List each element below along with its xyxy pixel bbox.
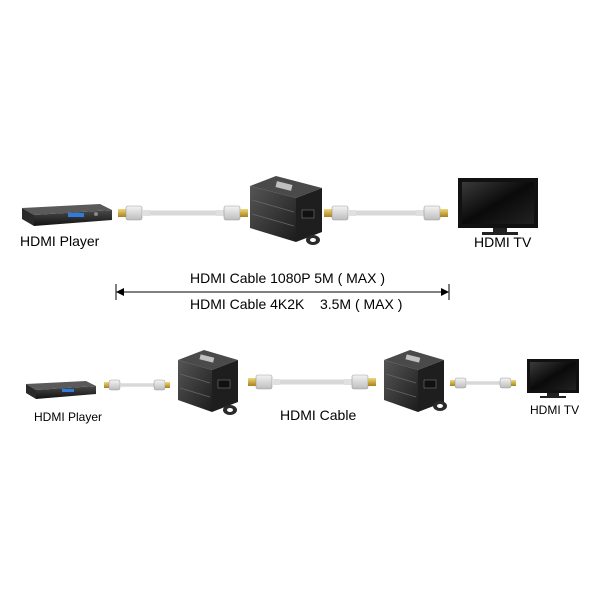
bottom-hdmi-link-cable — [248, 374, 376, 390]
top-hdmi-player-label: HDMI Player — [20, 233, 100, 249]
bottom-hdmi-player-label: HDMI Player — [34, 410, 103, 424]
bottom-hdmi-player-device — [26, 381, 96, 399]
spec-line-4k2k: HDMI Cable 4K2K 3.5M ( MAX ) — [190, 296, 403, 312]
top-input-hdmi-cable — [118, 205, 248, 221]
bottom-hdmi-tv-device — [527, 359, 579, 398]
bottom-hdmi-cable-label: HDMI Cable — [280, 407, 357, 423]
bottom-hdmi-tv-label: HDMI TV — [530, 403, 580, 417]
top-hdmi-tv-device — [458, 178, 538, 235]
bottom-output-hdmi-cable — [450, 377, 516, 389]
bottom-hdmi-extender-receiver — [384, 350, 447, 412]
top-hdmi-extender — [250, 176, 322, 245]
bottom-hdmi-extender-transmitter — [178, 350, 238, 415]
bottom-input-hdmi-cable — [104, 379, 170, 391]
top-output-hdmi-cable — [324, 205, 448, 221]
spec-line-1080p: HDMI Cable 1080P 5M ( MAX ) — [190, 270, 386, 286]
top-hdmi-tv-label: HDMI TV — [474, 234, 532, 250]
distance-arrow — [115, 284, 450, 300]
top-hdmi-player-device — [22, 204, 112, 226]
